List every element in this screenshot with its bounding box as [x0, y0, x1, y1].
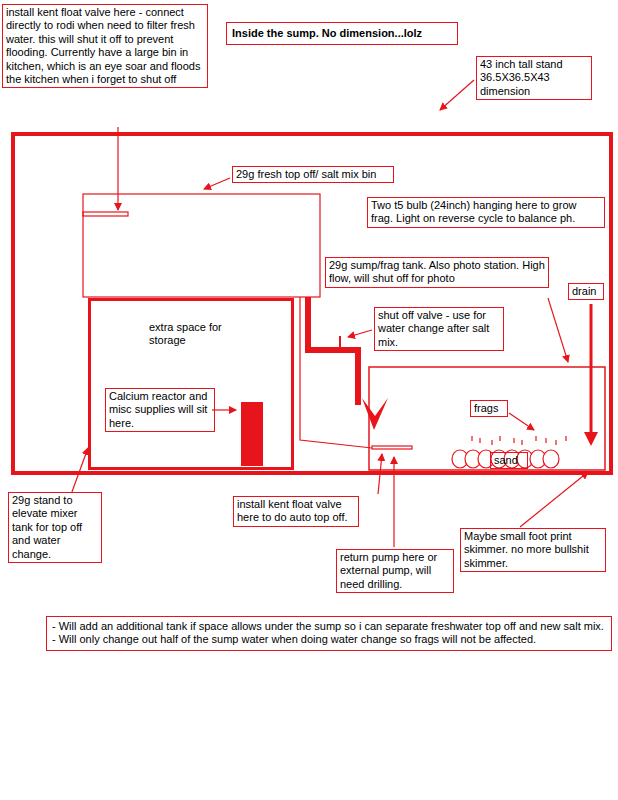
box-text: - Will add an additional tank if space a…: [52, 620, 606, 633]
box-text: Calcium reactor and misc supplies will s…: [109, 390, 211, 430]
title-box: Inside the sump. No dimension...lolz: [226, 22, 458, 45]
leader-arrow: [72, 448, 88, 492]
notes-box: - Will add an additional tank if space a…: [46, 616, 612, 651]
box-text: 29g sump/frag tank. Also photo station. …: [329, 259, 545, 286]
box-text: install kent float valve here - connect …: [6, 6, 204, 86]
shut-off-valve: [339, 336, 341, 347]
leader-line: [393, 457, 394, 547]
leader-line: [548, 298, 568, 362]
callout-box: shut off valve - use for water change af…: [374, 307, 504, 351]
sump-tank: [369, 367, 605, 470]
callout-box: Two t5 bulb (24inch) hanging here to gro…: [367, 197, 605, 228]
callout-box: 29g fresh top off/ salt mix bin: [232, 166, 394, 183]
float-valve: [83, 212, 128, 216]
stand-outline: [13, 134, 611, 473]
callout-box: 43 inch tall stand 36.5X36.5X43 dimensio…: [476, 56, 592, 100]
leader-line: [204, 178, 230, 189]
box-text: Maybe small foot print skimmer. no more …: [464, 530, 602, 570]
callout-box: 29g sump/frag tank. Also photo station. …: [325, 257, 549, 288]
leader-line: [520, 472, 588, 527]
box-text: extra space for storage: [149, 321, 239, 348]
leader-line: [509, 413, 534, 430]
callout-box: sand: [490, 452, 528, 469]
top-off-line: [300, 297, 372, 448]
frag-marks: [472, 436, 566, 445]
leader-line: [440, 80, 474, 110]
leader-line: [348, 330, 372, 337]
storage-stand: extra space for storageCalcium reactor a…: [88, 298, 294, 470]
box-text: Inside the sump. No dimension...lolz: [232, 27, 452, 40]
callout-box: frags: [470, 400, 508, 417]
drain-arrow: [584, 432, 598, 446]
callout-box: return pump here or external pump, will …: [336, 549, 454, 593]
box-text: return pump here or external pump, will …: [340, 551, 450, 591]
leader-line: [212, 409, 236, 410]
box-text: 29g fresh top off/ salt mix bin: [236, 168, 390, 181]
callout-box: 29g stand to elevate mixer tank for top …: [8, 492, 102, 563]
return-arrow: [362, 398, 388, 430]
callout-box: drain: [568, 283, 604, 300]
callout-box: install kent float valve here - connect …: [2, 4, 208, 88]
box-text: install kent float valve here to do auto…: [237, 498, 355, 525]
box-text: 29g stand to elevate mixer tank for top …: [12, 494, 98, 561]
return-pipe: [308, 297, 358, 405]
box-text: Two t5 bulb (24inch) hanging here to gro…: [371, 199, 601, 226]
box-text: shut off valve - use for water change af…: [378, 309, 500, 349]
float-valve: [372, 446, 412, 449]
box-text: 43 inch tall stand 36.5X36.5X43 dimensio…: [480, 58, 588, 98]
callout-box: Maybe small foot print skimmer. no more …: [460, 528, 606, 572]
callout-box: Calcium reactor and misc supplies will s…: [105, 388, 215, 432]
callout-box: install kent float valve here to do auto…: [233, 496, 359, 527]
leader-line: [378, 454, 382, 494]
box-text: frags: [474, 402, 504, 415]
drain-pipe: [590, 304, 593, 440]
box-text: sand: [494, 454, 524, 467]
leader-line: [117, 127, 118, 210]
box-text: - Will only change out half of the sump …: [52, 633, 606, 646]
box-text: drain: [572, 285, 600, 298]
calcium-reactor: [241, 402, 263, 466]
